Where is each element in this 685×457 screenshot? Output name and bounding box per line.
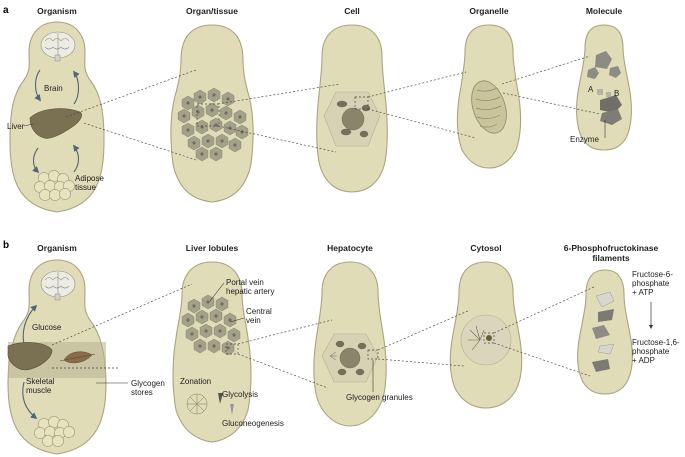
zoom-lines-a: [65, 55, 601, 161]
hepatocyte-cell-a: [323, 91, 381, 147]
zoom-box-tissue: [196, 103, 220, 127]
hepatocyte-cell-b: [321, 333, 379, 383]
label-central-2: vein: [246, 316, 261, 325]
glycolysis-wedge: [218, 393, 223, 404]
label-glycogen-2: stores: [131, 388, 153, 397]
label-a: A: [588, 85, 594, 94]
arrow-brain-liver-left: [34, 69, 41, 102]
label-adipose-2: tissue: [75, 183, 96, 192]
label-glycolysis: Glycolysis: [222, 390, 258, 399]
liver-icon: [29, 108, 82, 139]
header-cell: Cell: [344, 6, 360, 16]
brain-icon-b: [40, 270, 76, 301]
panel-b-letter: b: [3, 240, 9, 251]
arrow-liver-brain-right: [73, 70, 80, 105]
molecule-blob: [576, 24, 632, 151]
label-f16p-1: Fructose-1,6-: [632, 338, 680, 347]
zonation-icon: [186, 393, 208, 415]
zoom-box-lobule: [225, 343, 239, 355]
arrow-to-adipose-b: [22, 381, 38, 420]
header-pfk-line2: filaments: [592, 253, 630, 263]
arrow-adipose-liver: [73, 144, 80, 173]
label-portal-1: Portal vein: [226, 278, 264, 287]
label-liver: Liver: [7, 122, 25, 131]
label-f16p-3: + ADP: [632, 356, 655, 365]
label-portal-2: hepatic artery: [226, 287, 274, 296]
zoom-lines-b: [51, 283, 597, 389]
brain-icon: [40, 31, 76, 62]
gluconeogenesis-wedge: [230, 404, 234, 415]
label-glucose: Glucose: [32, 323, 62, 332]
panel-a-letter: a: [3, 5, 9, 16]
header-organelle: Organelle: [469, 6, 508, 16]
header-cytosol: Cytosol: [470, 243, 501, 253]
label-enzyme: Enzyme: [570, 135, 599, 144]
label-glycogen-granules: Glycogen granules: [346, 393, 413, 402]
zoom-box-hepatocyte: [367, 349, 379, 360]
label-brain: Brain: [44, 84, 63, 93]
header-molecule: Molecule: [586, 6, 623, 16]
label-f6p-1: Fructose-6-: [632, 270, 673, 279]
header-liver-lobules: Liver lobules: [186, 243, 239, 253]
label-skeletal-1: Skeletal: [26, 377, 55, 386]
header-organism-b: Organism: [37, 243, 77, 253]
skeletal-muscle-icon: [59, 351, 96, 364]
label-central-1: Central: [246, 307, 272, 316]
label-b: B: [614, 89, 619, 98]
enzyme-molecules: [587, 51, 622, 125]
zoom-box-cell: [354, 96, 369, 110]
label-f16p-2: phosphate: [632, 347, 670, 356]
label-skeletal-2: muscle: [26, 386, 52, 395]
header-organ-tissue: Organ/tissue: [186, 6, 238, 16]
label-gluconeogenesis: Gluconeogenesis: [222, 419, 284, 428]
header-pfk: 6-Phosphofructokinase: [564, 243, 659, 253]
label-glycogen-1: Glycogen: [131, 379, 165, 388]
label-zonation: Zonation: [180, 377, 211, 386]
label-adipose-1: Adipose: [75, 174, 104, 183]
cytosol-cell: [460, 314, 512, 366]
arrow-liver-adipose: [32, 147, 40, 174]
header-organism-a: Organism: [37, 6, 77, 16]
liver-icon-b: [7, 342, 53, 371]
pfk-filaments: [592, 291, 615, 372]
zoom-box-cytosol: [483, 332, 495, 344]
label-f6p-3: + ATP: [632, 288, 653, 297]
header-hepatocyte: Hepatocyte: [327, 243, 373, 253]
mitochondrion-icon: [471, 80, 507, 134]
label-f6p-2: phosphate: [632, 279, 670, 288]
